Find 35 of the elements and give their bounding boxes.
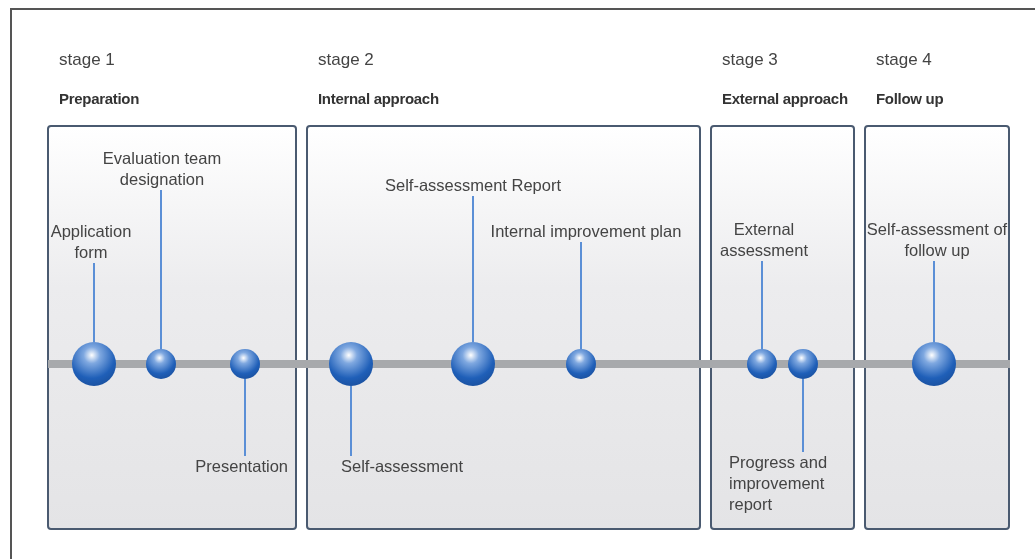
stage-number: stage 3 — [722, 50, 778, 70]
stage-title: Preparation — [59, 90, 140, 107]
leader-line — [472, 195, 474, 343]
milestone-label: Presentation — [164, 456, 288, 477]
leader-line — [802, 378, 804, 453]
milestone-sphere — [747, 349, 777, 379]
milestone-sphere — [788, 349, 818, 379]
stage-title: External approach — [722, 90, 848, 107]
milestone-label: Evaluation team designation — [82, 148, 242, 190]
leader-line — [160, 189, 162, 350]
stage-number: stage 4 — [876, 50, 932, 70]
stage-number: stage 2 — [318, 50, 374, 70]
milestone-label: External assessment — [714, 219, 814, 261]
leader-line — [93, 262, 95, 343]
stage-title: Follow up — [876, 90, 944, 107]
leader-line — [350, 385, 352, 457]
milestone-sphere — [451, 342, 495, 386]
stage-title: Internal approach — [318, 90, 439, 107]
leader-line — [933, 260, 935, 343]
leader-line — [761, 260, 763, 350]
milestone-sphere — [329, 342, 373, 386]
milestone-label: Internal improvement plan — [486, 221, 686, 242]
milestone-label: Self-assessment Report — [353, 175, 593, 196]
milestone-sphere — [230, 349, 260, 379]
leader-line — [244, 378, 246, 457]
milestone-sphere — [912, 342, 956, 386]
milestone-sphere — [72, 342, 116, 386]
milestone-sphere — [566, 349, 596, 379]
milestone-label: Progress and improvement report — [729, 452, 853, 515]
milestone-sphere — [146, 349, 176, 379]
stage-number: stage 1 — [59, 50, 115, 70]
milestone-label: Self-assessment — [322, 456, 482, 477]
milestone-label: Application form — [48, 221, 134, 263]
milestone-label: Self-assessment of follow up — [866, 219, 1008, 261]
leader-line — [580, 241, 582, 350]
